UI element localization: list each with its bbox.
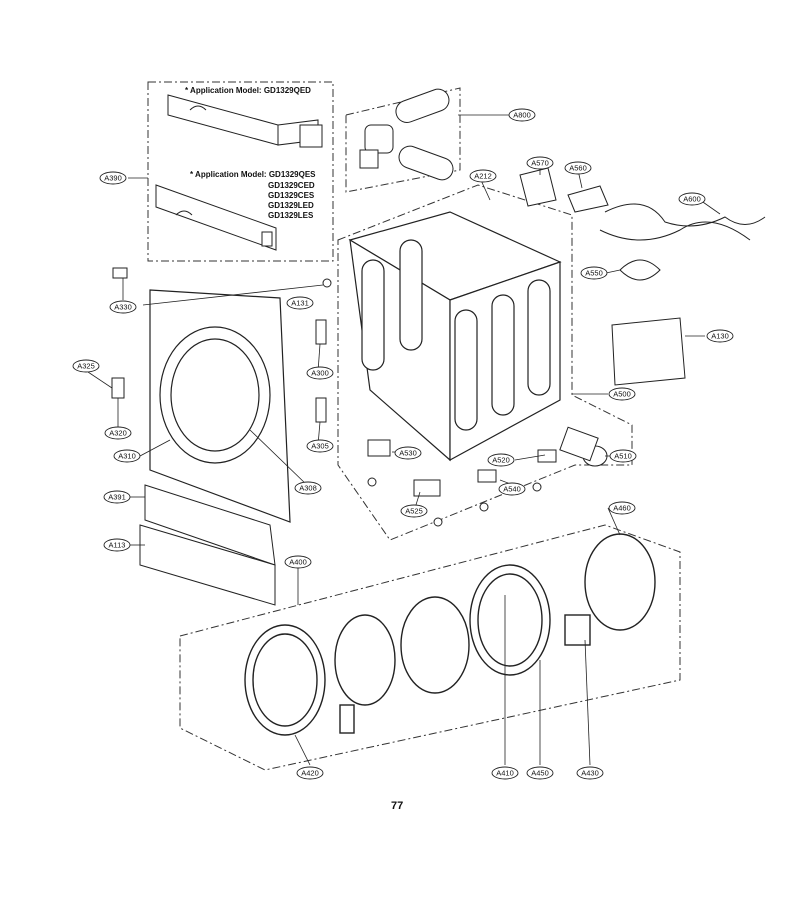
callout-label: A450 xyxy=(531,769,549,778)
application-note-2-title: * Application Model: GD1329QES xyxy=(190,170,316,179)
callout-a560: A560 xyxy=(564,161,592,175)
control-frame-bracket-bottom xyxy=(155,184,277,251)
callout-label: A300 xyxy=(311,369,329,378)
callout-a540: A540 xyxy=(498,482,526,496)
callout-label: A525 xyxy=(405,507,423,516)
door-group-outline xyxy=(179,524,681,771)
callout-label: A330 xyxy=(114,303,132,312)
callout-a131: A131 xyxy=(286,296,314,310)
callout-label: A570 xyxy=(531,159,549,168)
callout-label: A600 xyxy=(683,195,701,204)
callout-a300: A300 xyxy=(306,366,334,380)
cabinet-group-outline xyxy=(337,184,633,541)
callout-label: A420 xyxy=(301,769,319,778)
callout-label: A391 xyxy=(108,493,126,502)
callout-label: A212 xyxy=(474,172,492,181)
callout-a430: A430 xyxy=(576,766,604,780)
callout-a600: A600 xyxy=(678,192,706,206)
callout-a130: A130 xyxy=(706,329,734,343)
callout-a325: A325 xyxy=(72,359,100,373)
callout-a400: A400 xyxy=(284,555,312,569)
callout-a450: A450 xyxy=(526,766,554,780)
application-note-2-model-1: GD1329CED xyxy=(268,181,315,190)
callout-a500: A500 xyxy=(608,387,636,401)
callout-label: A460 xyxy=(613,504,631,513)
callout-a525: A525 xyxy=(400,504,428,518)
callout-a460: A460 xyxy=(608,501,636,515)
callout-a420: A420 xyxy=(296,766,324,780)
callout-label: A325 xyxy=(77,362,95,371)
callout-a800: A800 xyxy=(508,108,536,122)
callout-a305: A305 xyxy=(306,439,334,453)
callout-label: A430 xyxy=(581,769,599,778)
callout-label: A113 xyxy=(109,541,126,550)
callout-a510: A510 xyxy=(609,449,637,463)
callout-a520: A520 xyxy=(487,453,515,467)
callout-label: A130 xyxy=(711,332,729,341)
application-note-2-model-3: GD1329LED xyxy=(268,201,314,210)
application-note-1: * Application Model: GD1329QED xyxy=(185,86,311,95)
control-panel xyxy=(139,484,276,606)
exhaust-duct xyxy=(359,88,454,181)
callout-a320: A320 xyxy=(104,426,132,440)
duct-group-outline xyxy=(345,87,461,193)
door-assembly xyxy=(244,533,656,736)
callout-label: A310 xyxy=(118,452,136,461)
callout-label: A520 xyxy=(492,456,510,465)
callout-a410: A410 xyxy=(491,766,519,780)
callout-label: A800 xyxy=(513,111,531,120)
callout-label: A320 xyxy=(109,429,127,438)
callout-a212: A212 xyxy=(469,169,497,183)
callout-label: A390 xyxy=(104,174,122,183)
cabinet-body xyxy=(348,211,562,462)
callout-a113: A113 xyxy=(103,538,131,552)
callout-label: A530 xyxy=(399,449,417,458)
callout-a550: A550 xyxy=(580,266,608,280)
callout-a310: A310 xyxy=(113,449,141,463)
application-note-2-model-4: GD1329LES xyxy=(268,211,314,220)
callout-label: A305 xyxy=(311,442,329,451)
callout-label: A510 xyxy=(614,452,632,461)
application-note-2-model-2: GD1329CES xyxy=(268,191,315,200)
callout-a391: A391 xyxy=(103,490,131,504)
callout-label: A400 xyxy=(289,558,307,567)
misc-parts xyxy=(111,167,766,527)
callout-a530: A530 xyxy=(394,446,422,460)
callout-label: A308 xyxy=(299,484,317,493)
callout-label: A560 xyxy=(569,164,587,173)
callout-label: A410 xyxy=(496,769,514,778)
callout-label: A540 xyxy=(503,485,521,494)
callout-a330: A330 xyxy=(109,300,137,314)
leader-lines xyxy=(87,114,721,766)
control-frame-bracket-top xyxy=(167,94,323,148)
callout-label: A131 xyxy=(291,299,309,308)
application-model-box xyxy=(147,81,334,262)
callout-a570: A570 xyxy=(526,156,554,170)
callout-a308: A308 xyxy=(294,481,322,495)
front-panel xyxy=(149,289,291,523)
callout-a390: A390 xyxy=(99,171,127,185)
callout-label: A550 xyxy=(585,269,603,278)
page-number: 77 xyxy=(391,800,404,812)
callout-label: A500 xyxy=(613,390,631,399)
